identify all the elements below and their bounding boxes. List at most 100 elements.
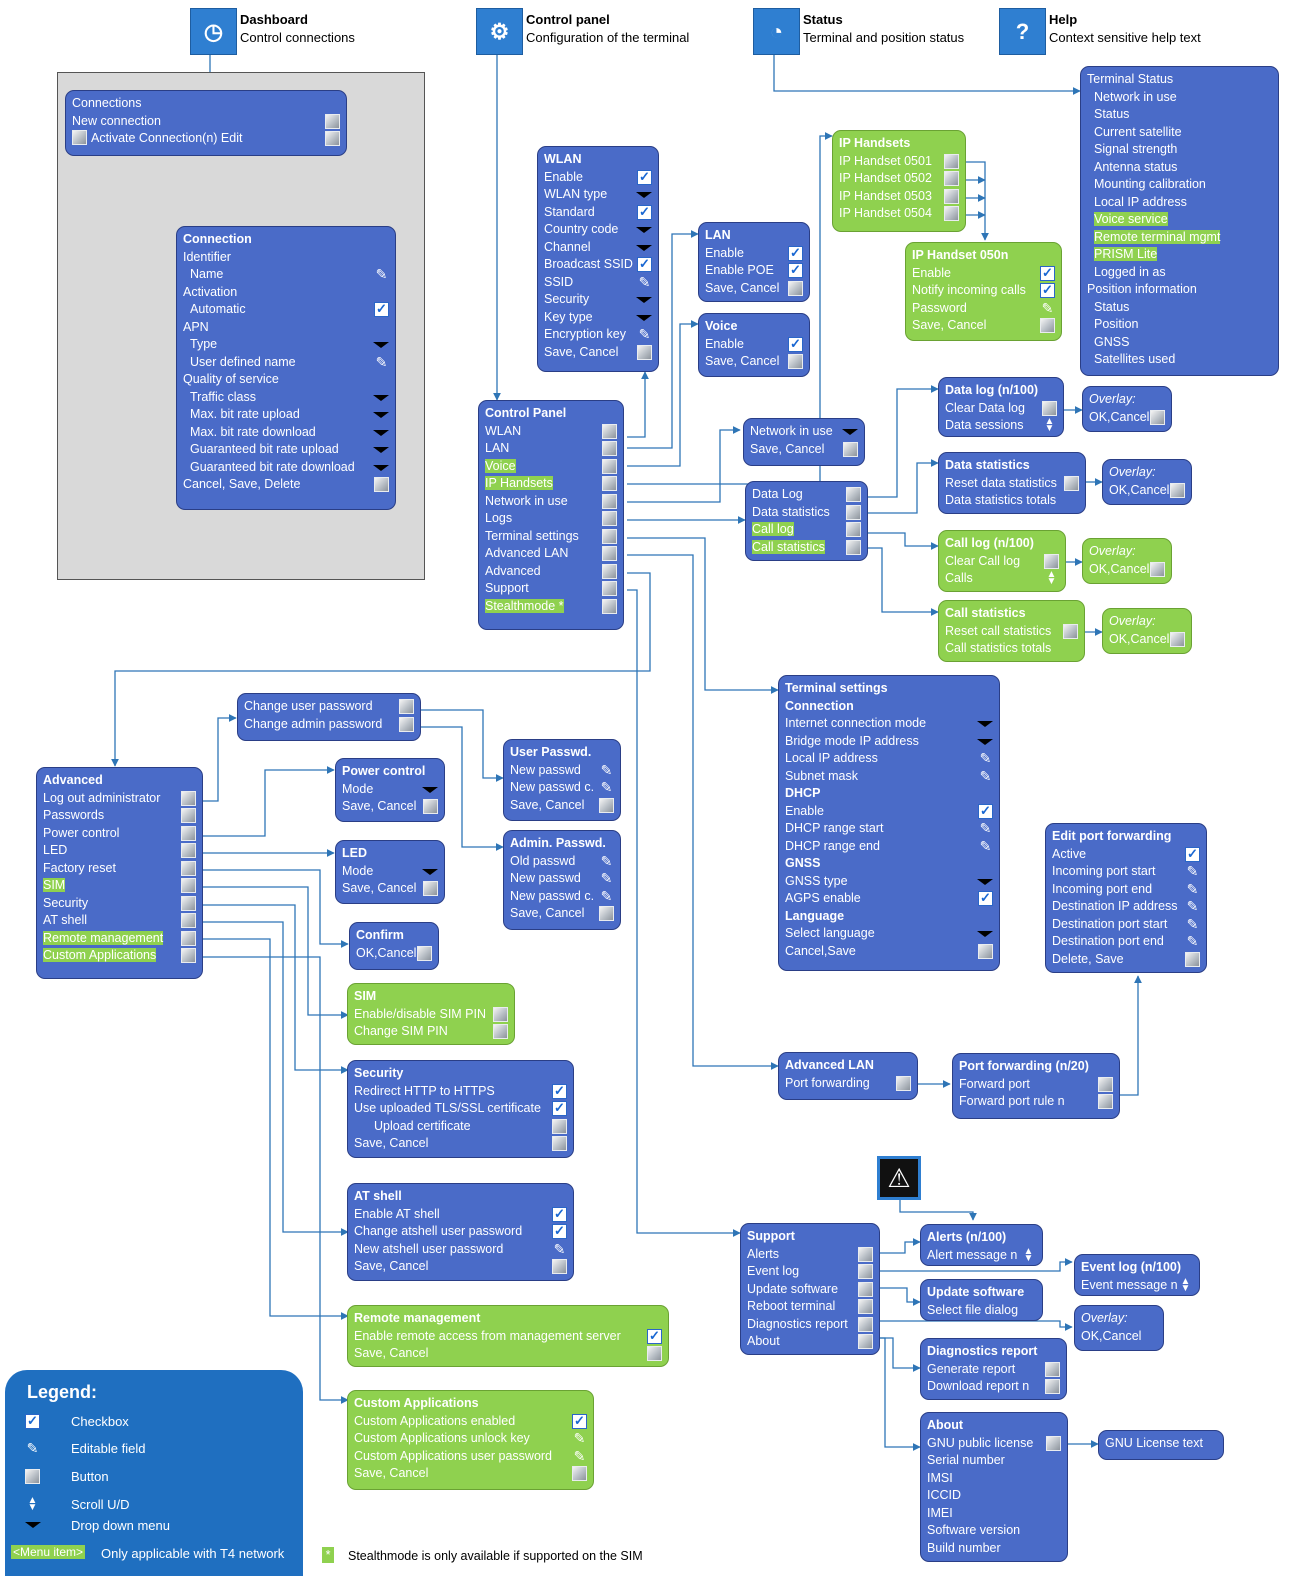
logs-box-row[interactable]: Data statistics [752,504,861,522]
pencil-icon[interactable]: ✎ [573,1447,586,1464]
event-log-box-row[interactable]: Event message n▲▼ [1081,1275,1193,1295]
button-icon[interactable] [602,511,617,526]
connection-box-row[interactable]: Quality of service [183,371,389,389]
connection-box-row[interactable]: Traffic class [183,389,389,407]
pencil-icon[interactable]: ✎ [600,761,613,778]
button-icon[interactable] [858,1299,873,1314]
at-shell-box-row[interactable]: Enable AT shell✓ [354,1206,567,1224]
ip-handsets-box-row[interactable]: IP Handset 0504 [839,205,959,223]
dropdown-icon[interactable] [422,786,438,793]
gnu-license-box[interactable]: GNU License text [1098,1430,1224,1460]
security-box-row[interactable]: Upload certificate [354,1118,567,1136]
button-icon[interactable] [647,1346,662,1361]
scroll-updown-icon[interactable]: ▲▼ [1180,1275,1191,1294]
user-passwd-box-row[interactable]: Save, Cancel [510,797,614,815]
at-shell-box-row[interactable]: New atshell user password✎ [354,1241,567,1259]
button-icon[interactable] [602,493,617,509]
control-panel-box-row[interactable]: Advanced [485,563,617,581]
button-icon[interactable] [181,843,196,858]
data-log-box-row[interactable]: Clear Data log [945,400,1057,418]
overlay-data-stats-row[interactable]: OK,Cancel [1109,482,1185,500]
control-panel-box-row[interactable]: Stealthmode * [485,598,617,616]
button-icon[interactable] [599,906,614,921]
terminal-settings-box-row[interactable]: Bridge mode IP address [785,733,993,751]
button-icon[interactable] [858,1334,873,1349]
terminal-status-box-row[interactable]: Antenna status [1087,159,1272,177]
terminal-status-box-row[interactable]: PRISM Lite [1087,246,1272,264]
control-panel-box-row[interactable]: IP Handsets [485,475,617,493]
dropdown-icon[interactable] [636,227,652,233]
button-icon[interactable] [1042,400,1057,416]
pencil-icon[interactable]: ✎ [1186,898,1199,914]
pencil-icon[interactable]: ✎ [638,326,651,342]
user-passwd-box-row[interactable]: New passwd c.✎ [510,779,614,797]
button-icon[interactable] [599,797,614,813]
button-icon[interactable] [423,799,438,814]
button-icon[interactable] [843,441,858,457]
support-box-row[interactable]: Event log [747,1263,873,1281]
edit-port-forwarding-box-row[interactable]: Destination IP address✎ [1052,898,1200,916]
connection-box-row[interactable]: Type [183,336,389,354]
voice-box-row[interactable]: Enable✓ [705,336,803,354]
voice-box-row[interactable]: Save, Cancel [705,353,803,371]
call-statistics-box-row[interactable]: Reset call statistics [945,623,1078,641]
control-panel-box-row[interactable]: Terminal settings [485,528,617,546]
security-box-row[interactable]: Save, Cancel [354,1135,567,1153]
button-icon[interactable] [978,943,993,959]
advanced-lan-box-row[interactable]: Port forwarding [785,1075,911,1093]
button-icon[interactable] [325,131,340,146]
pencil-icon[interactable]: ✎ [1186,933,1199,949]
help-header[interactable]: ? Help Context sensitive help text [999,8,1219,56]
advanced-box-row[interactable]: AT shell [43,912,196,930]
button-icon[interactable] [399,699,414,714]
button-icon[interactable] [1063,623,1078,639]
button-icon[interactable] [602,598,617,614]
pencil-icon[interactable]: ✎ [1186,915,1199,932]
checkbox-icon[interactable]: ✓ [552,1101,567,1116]
button-icon[interactable] [846,522,861,537]
button-icon[interactable] [846,487,861,502]
button-icon[interactable] [572,1466,587,1481]
about-box-row[interactable]: Software version [927,1522,1061,1540]
ip-handsets-box-row[interactable]: IP Handset 0501 [839,153,959,171]
remote-management-box-row[interactable]: Save, Cancel [354,1345,662,1363]
connection-box-row[interactable]: Activation [183,284,389,302]
support-box-row[interactable]: About [747,1333,873,1351]
pencil-icon[interactable]: ✎ [979,837,992,854]
button-icon[interactable] [181,930,196,946]
data-statistics-box-row[interactable]: Data statistics totals [945,492,1079,510]
terminal-settings-box-row[interactable]: DHCP range start✎ [785,820,993,838]
pencil-icon[interactable]: ✎ [979,820,992,836]
port-forwarding-box-row[interactable]: Forward port [959,1076,1113,1094]
button-icon[interactable] [399,716,414,732]
dropdown-icon[interactable] [636,244,652,251]
call-log-box-row[interactable]: Clear Call log [945,553,1059,571]
pencil-icon[interactable]: ✎ [553,1240,566,1257]
terminal-status-box-row[interactable]: Status [1087,106,1272,124]
button-icon[interactable] [1064,475,1079,491]
button-icon[interactable] [1170,631,1185,647]
button-icon[interactable] [858,1246,873,1262]
terminal-settings-box-row[interactable]: Cancel,Save [785,943,993,961]
dropdown-icon[interactable] [977,738,993,745]
checkbox-icon[interactable]: ✓ [637,257,652,272]
custom-applications-box-row[interactable]: Custom Applications user password✎ [354,1448,587,1466]
checkbox-icon[interactable]: ✓ [788,245,803,261]
terminal-status-box-row[interactable]: Position information [1087,281,1272,299]
dropdown-icon[interactable] [977,721,993,727]
advanced-box-row[interactable]: Remote management [43,930,196,948]
diagnostics-report-box-row[interactable]: Generate report [927,1361,1060,1379]
button-icon[interactable] [1098,1076,1113,1092]
advanced-box-row[interactable]: Custom Applications [43,947,196,965]
connection-box-row[interactable]: Automatic✓ [183,301,389,319]
wlan-box-row[interactable]: SSID✎ [544,274,652,292]
button-icon[interactable] [944,206,959,221]
custom-applications-box-row[interactable]: Custom Applications unlock key✎ [354,1430,587,1448]
dropdown-icon[interactable] [977,878,993,885]
checkbox-icon[interactable]: ✓ [647,1328,662,1344]
port-forwarding-box-row[interactable]: Forward port rule n [959,1093,1113,1111]
button-icon[interactable] [858,1264,873,1279]
wlan-box-row[interactable]: Save, Cancel [544,344,652,362]
at-shell-box-row[interactable]: Save, Cancel [354,1258,567,1276]
button-icon[interactable] [374,477,389,492]
